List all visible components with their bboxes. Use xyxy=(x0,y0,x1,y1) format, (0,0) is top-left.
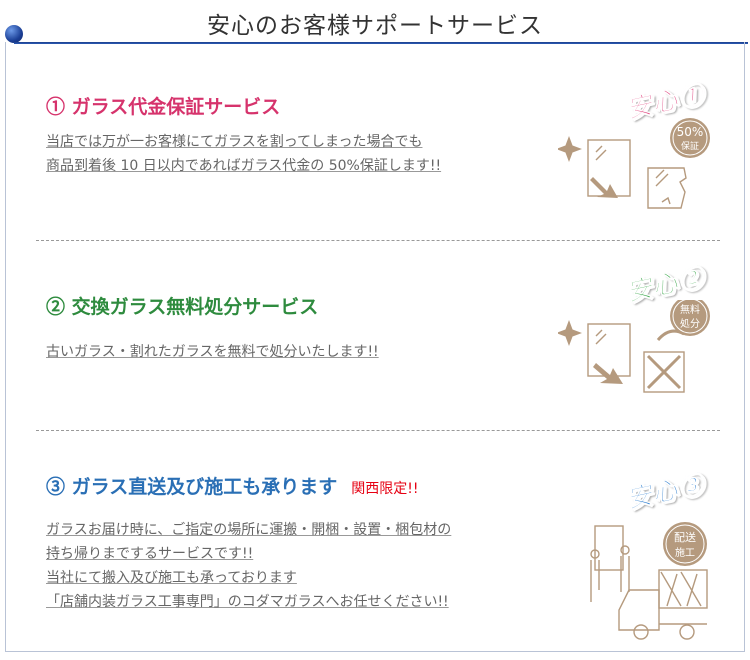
title-bullet-icon xyxy=(5,25,23,43)
body-line: ガラスお届け時に、ご指定の場所に運搬・開梱・設置・梱包材の xyxy=(46,522,452,538)
circle-label-bottom: 施工 xyxy=(675,546,695,559)
section-heading: ① ガラス代金保証サービス xyxy=(46,96,281,118)
body-line: 持ち帰りまでするサービスです!! xyxy=(46,546,254,562)
body-line: 当店では万が一お客様にてガラスを割ってしまった場合でも xyxy=(46,134,423,150)
section-heading-text: ③ ガラス直送及び施工も承ります xyxy=(46,476,338,498)
anshin-badge-3: 安心③ xyxy=(624,469,707,514)
body-line: 当社にて搬入及び施工も承っております xyxy=(46,570,297,586)
title-underline xyxy=(14,42,748,44)
section-body: 古いガラス・割れたガラスを無料で処分いたします!! xyxy=(46,340,379,364)
body-line: 古いガラス・割れたガラスを無料で処分いたします!! xyxy=(46,344,379,360)
section-body: ガラスお届け時に、ご指定の場所に運搬・開梱・設置・梱包材の 持ち帰りまでするサー… xyxy=(46,518,451,614)
page-title: 安心のお客様サポートサービス xyxy=(207,13,543,39)
body-line: 商品到着後 10 日以内であればガラス代金の 50%保証します!! xyxy=(46,158,442,174)
glass-disposal-icon: 無料 処分 xyxy=(558,300,710,393)
delivery-truck-icon: 配送 施工 xyxy=(590,522,708,640)
section-heading: ② 交換ガラス無料処分サービス xyxy=(46,296,319,318)
circle-label-bottom: 処分 xyxy=(680,317,700,330)
section-body: 当店では万が一お客様にてガラスを割ってしまった場合でも 商品到着後 10 日以内… xyxy=(46,130,441,178)
body-line: 「店舗内装ガラス工事専門」のコダマガラスへお任せください!! xyxy=(46,594,449,610)
section-divider xyxy=(36,430,720,431)
circle-label-top: 配送 xyxy=(674,530,696,544)
kansai-limited-note: 関西限定!! xyxy=(351,481,419,497)
content-frame: ① ガラス代金保証サービス 当店では万が一お客様にてガラスを割ってしまった場合で… xyxy=(5,42,745,652)
section-divider xyxy=(36,240,720,241)
circle-label-top: 50% xyxy=(677,125,704,139)
circle-label-top: 無料 xyxy=(680,303,700,316)
section-heading: ③ ガラス直送及び施工も承ります関西限定!! xyxy=(46,472,418,499)
circle-label-bottom: 保証 xyxy=(681,140,699,152)
broken-glass-guarantee-icon: 50% 保証 xyxy=(558,118,710,209)
